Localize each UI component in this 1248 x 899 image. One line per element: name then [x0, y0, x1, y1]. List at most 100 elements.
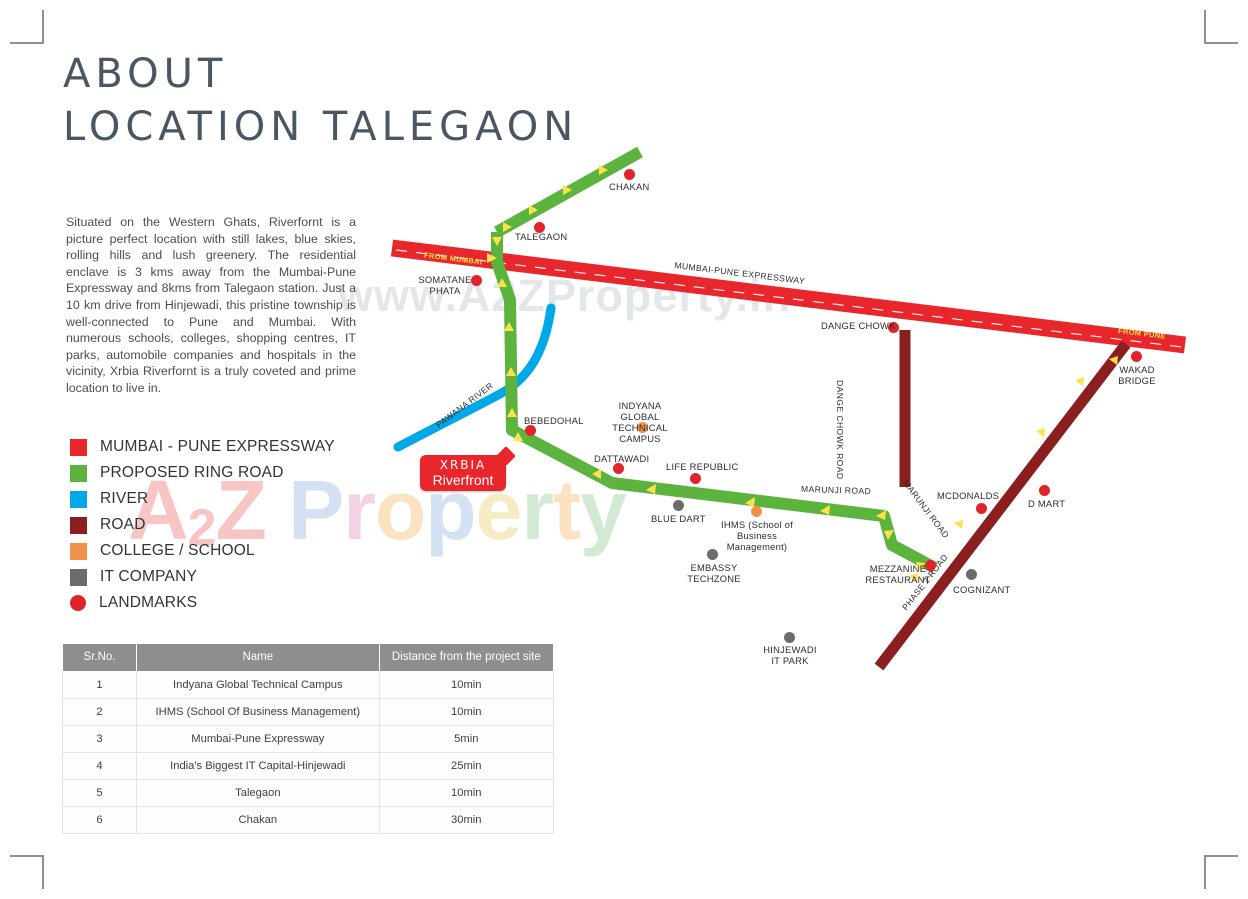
- crop-mark-bottom-left: [10, 855, 44, 889]
- watermark-letter-a: A: [128, 463, 189, 557]
- table-row: 5 Talegaon 10min: [61, 779, 555, 807]
- table-cell-srno: 5: [61, 779, 138, 807]
- legend-item-road: ROAD: [70, 512, 335, 538]
- map-dot-mezzanine-restaurant[interactable]: [925, 560, 936, 571]
- map-dot-mcdonalds[interactable]: [976, 503, 987, 514]
- table-row: 6 Chakan 30min: [61, 806, 555, 834]
- watermark-letter-2: 2: [187, 499, 217, 557]
- table-header-name: Name: [136, 643, 380, 672]
- table-cell-srno: 4: [61, 752, 138, 780]
- table-cell-name: Chakan: [136, 806, 380, 834]
- page-title: ABOUT LOCATION TALEGAON: [63, 52, 578, 150]
- legend-label-expressway: MUMBAI - PUNE EXPRESSWAY: [100, 438, 335, 455]
- legend-item-college: COLLEGE / SCHOOL: [70, 538, 335, 564]
- road-label-dange-chowk-road: DANGE CHOWK ROAD: [835, 380, 845, 480]
- map-legend: MUMBAI - PUNE EXPRESSWAY PROPOSED RING R…: [70, 434, 335, 616]
- map-label-talegaon: TALEGAON: [515, 231, 568, 242]
- legend-swatch-icon-ring-road: [70, 464, 87, 482]
- road-label-marunji-road-main: MARUNJI ROAD: [800, 483, 872, 497]
- table-cell-distance: 10min: [378, 779, 555, 807]
- road-label-pawana-river: PAWANA RIVER: [433, 380, 496, 430]
- table-cell-srno: 1: [61, 671, 138, 699]
- legend-swatch-icon-river: [70, 490, 87, 508]
- road-label-from-pune: FROM PUNE: [1117, 326, 1167, 341]
- map-dot-ihms[interactable]: [751, 506, 762, 517]
- map-label-embassy-techzone: EMBASSY TECHZONE: [687, 562, 741, 584]
- table-row: 3 Mumbai-Pune Expressway 5min: [61, 725, 555, 753]
- map-dot-d-mart[interactable]: [1039, 485, 1050, 496]
- distance-table: Sr.No. Name Distance from the project si…: [61, 643, 555, 834]
- map-dot-indyana-global-technical-campus[interactable]: [637, 422, 648, 433]
- map-label-indyana-global-technical-campus: INDYANA GLOBAL TECHNICAL CAMPUS: [612, 400, 668, 444]
- table-cell-srno: 6: [61, 806, 138, 834]
- map-dot-wakad-bridge[interactable]: [1131, 351, 1142, 362]
- map-dot-cognizant[interactable]: [966, 569, 977, 580]
- legend-item-river: RIVER: [70, 486, 335, 512]
- map-label-dange-chowk: DANGE CHOWK: [821, 320, 896, 331]
- map-label-cognizant: COGNIZANT: [953, 584, 1011, 595]
- map-label-mcdonalds: MCDONALDS: [937, 490, 1000, 501]
- table-cell-name: IHMS (School Of Business Management): [136, 698, 380, 726]
- table-cell-distance: 30min: [378, 806, 555, 834]
- title-line-2: LOCATION TALEGAON: [63, 104, 579, 150]
- table-cell-name: Talegaon: [136, 779, 380, 807]
- table-cell-distance: 5min: [378, 725, 555, 753]
- table-cell-name: India's Biggest IT Capital-Hinjewadi: [136, 752, 380, 780]
- map-dot-embassy-techzone[interactable]: [707, 549, 718, 560]
- legend-item-expressway: MUMBAI - PUNE EXPRESSWAY: [70, 434, 335, 460]
- table-header-distance: Distance from the project site: [378, 643, 555, 672]
- map-dot-dange-chowk[interactable]: [888, 322, 899, 333]
- watermark-letter-z: Z: [215, 463, 267, 557]
- map-dot-bebedohal[interactable]: [525, 425, 536, 436]
- road-label-from-mumbai: FROM MUMBAI: [423, 250, 483, 267]
- location-description: Situated on the Western Ghats, Riverforn…: [66, 215, 356, 395]
- crop-mark-bottom-right: [1204, 855, 1238, 889]
- road-label-phase-2-road: PHASE 2 ROAD: [900, 552, 950, 613]
- legend-label-ring-road: PROPOSED RING ROAD: [100, 464, 284, 481]
- road-label-marunji-road-diagonal: MARUNJI ROAD: [901, 478, 952, 541]
- legend-swatch-icon-it-company: [70, 568, 87, 586]
- map-label-chakan: CHAKAN: [609, 181, 650, 192]
- map-dot-chakan[interactable]: [624, 169, 635, 180]
- map-dot-blue-dart[interactable]: [673, 500, 684, 511]
- legend-label-college: COLLEGE / SCHOOL: [100, 542, 255, 559]
- map-dot-hinjewadi-it-park[interactable]: [784, 632, 795, 643]
- table-header-srno: Sr.No.: [61, 643, 138, 672]
- table-row: 4 India's Biggest IT Capital-Hinjewadi 2…: [61, 752, 555, 780]
- legend-swatch-icon-road: [70, 516, 87, 534]
- map-dot-talegaon[interactable]: [534, 222, 545, 233]
- table-header-row: Sr.No. Name Distance from the project si…: [61, 643, 555, 672]
- legend-item-ring-road: PROPOSED RING ROAD: [70, 460, 335, 486]
- table-row: 2 IHMS (School Of Business Management) 1…: [61, 698, 555, 726]
- map-label-hinjewadi-it-park: HINJEWADI IT PARK: [763, 644, 817, 666]
- crop-mark-top-left: [10, 10, 44, 44]
- legend-swatch-icon-expressway: [70, 438, 87, 456]
- table-cell-distance: 25min: [378, 752, 555, 780]
- title-line-1: ABOUT: [63, 51, 228, 97]
- map-label-blue-dart: BLUE DART: [651, 513, 706, 524]
- table-cell-srno: 2: [61, 698, 138, 726]
- table-cell-name: Mumbai-Pune Expressway: [136, 725, 380, 753]
- crop-mark-top-right: [1204, 10, 1238, 44]
- table-cell-srno: 3: [61, 725, 138, 753]
- map-label-wakad-bridge: WAKAD BRIDGE: [1118, 364, 1156, 386]
- map-label-ihms: IHMS (School of Business Management): [720, 519, 793, 552]
- map-label-d-mart: D MART: [1028, 498, 1066, 509]
- legend-label-landmarks: LANDMARKS: [99, 594, 198, 611]
- legend-swatch-icon-landmarks: [70, 595, 86, 611]
- table-cell-name: Indyana Global Technical Campus: [136, 671, 380, 699]
- legend-label-it-company: IT COMPANY: [100, 568, 198, 585]
- legend-item-landmarks: LANDMARKS: [70, 590, 335, 616]
- legend-label-road: ROAD: [100, 516, 146, 533]
- legend-label-river: RIVER: [100, 490, 149, 507]
- table-cell-distance: 10min: [378, 671, 555, 699]
- table-cell-distance: 10min: [378, 698, 555, 726]
- map-dot-life-republic[interactable]: [690, 473, 701, 484]
- map-label-mezzanine-restaurant: MEZZANINE RESTAURANT: [865, 563, 931, 585]
- map-label-bebedohal: BEBEDOHAL: [524, 415, 584, 426]
- map-label-life-republic: LIFE REPUBLIC: [666, 461, 739, 472]
- watermark-word: Property: [288, 463, 626, 557]
- legend-swatch-icon-college: [70, 542, 87, 560]
- legend-item-it-company: IT COMPANY: [70, 564, 335, 590]
